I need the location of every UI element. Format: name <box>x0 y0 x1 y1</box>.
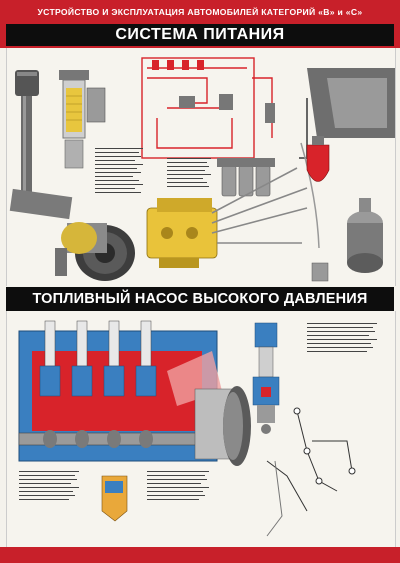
header-banner: УСТРОЙСТВО И ЭКСПЛУАТАЦИЯ АВТОМОБИЛЕЙ КА… <box>0 0 400 48</box>
governor-linkage <box>266 407 356 537</box>
legend-lines <box>95 148 211 193</box>
injection-pump-diagram <box>18 320 377 537</box>
fuel-system-diagram <box>9 57 395 282</box>
injection-pump-illustration <box>146 167 308 268</box>
engine-and-tank <box>299 68 395 282</box>
fuel-line-schematic <box>141 57 273 159</box>
coarse-filters <box>217 158 275 197</box>
injection-pump-panel <box>6 311 396 547</box>
section2-title: ТОПЛИВНЫЙ НАСОС ВЫСОКОГО ДАВЛЕНИЯ <box>6 287 394 311</box>
fuel-system-panel <box>6 48 396 286</box>
pump-section-view <box>18 320 236 462</box>
fine-fuel-filter <box>59 70 106 169</box>
legend-lines-bottom <box>19 323 377 500</box>
schematic-nodes <box>152 60 275 123</box>
drive-coupling <box>223 386 251 466</box>
poster-title: СИСТЕМА ПИТАНИЯ <box>6 24 394 46</box>
footer-banner <box>0 547 400 563</box>
poster-subtitle: УСТРОЙСТВО И ЭКСПЛУАТАЦИЯ АВТОМОБИЛЕЙ КА… <box>37 7 363 17</box>
air-filter-assembly <box>9 70 135 281</box>
governor-detail <box>101 475 128 522</box>
plunger-section <box>252 322 280 434</box>
